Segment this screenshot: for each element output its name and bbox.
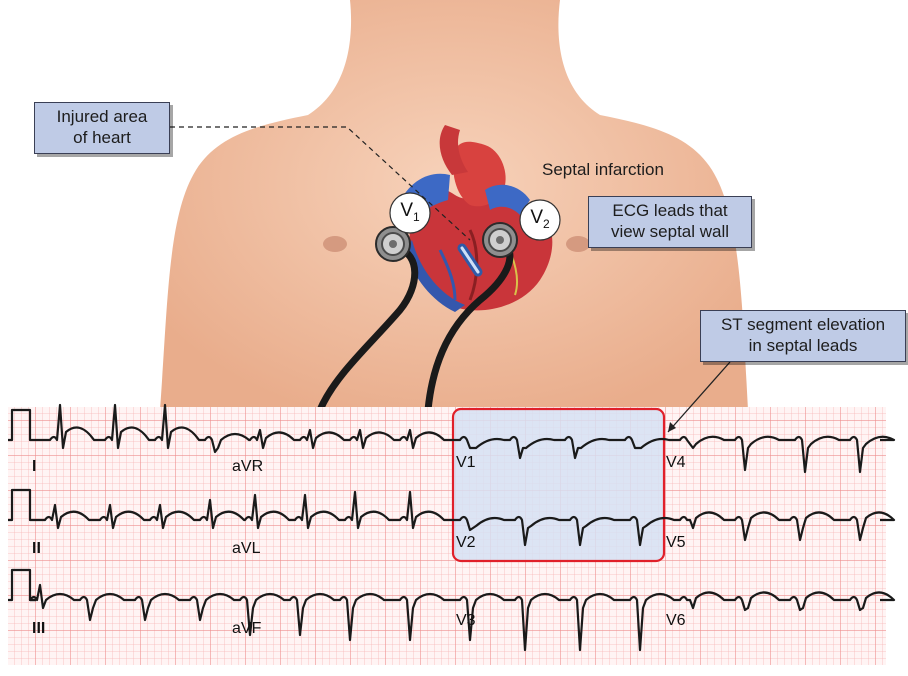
ecg-leads-line2: view septal wall bbox=[597, 221, 743, 242]
electrode-v1-sub: 1 bbox=[413, 210, 420, 224]
injured-area-line1: Injured area bbox=[43, 106, 161, 127]
right-nipple bbox=[566, 236, 590, 252]
lead-label-avr: aVR bbox=[232, 458, 263, 476]
lead-label-v1: V1 bbox=[456, 454, 476, 472]
electrode-v2-label: V2 bbox=[520, 207, 560, 231]
electrode-v2-sub: 2 bbox=[543, 217, 550, 231]
injured-area-line2: of heart bbox=[43, 127, 161, 148]
left-nipple bbox=[323, 236, 347, 252]
lead-label-v2: V2 bbox=[456, 534, 476, 552]
electrode-v2-letter: V bbox=[530, 207, 543, 228]
ecg-leads-callout: ECG leads that view septal wall bbox=[588, 196, 752, 248]
electrode-v1-letter: V bbox=[400, 200, 413, 221]
lead-label-ii: II bbox=[32, 540, 41, 558]
lead-label-v6: V6 bbox=[666, 612, 686, 630]
lead-label-v3: V3 bbox=[456, 612, 476, 630]
electrode-v1-label: V1 bbox=[390, 200, 430, 224]
septal-infarction-label: Septal infarction bbox=[542, 160, 664, 180]
lead-label-iii: III bbox=[32, 620, 45, 638]
st-segment-callout: ST segment elevation in septal leads bbox=[700, 310, 906, 362]
lead-label-i: I bbox=[32, 458, 36, 476]
septal-highlight-box bbox=[453, 409, 664, 561]
electrode-v2 bbox=[483, 223, 517, 257]
injured-area-callout: Injured area of heart bbox=[34, 102, 170, 154]
lead-label-avf: aVF bbox=[232, 620, 261, 638]
st-segment-line1: ST segment elevation bbox=[709, 314, 897, 335]
lead-label-avl: aVL bbox=[232, 540, 260, 558]
lead-label-v5: V5 bbox=[666, 534, 686, 552]
ecg-leads-line1: ECG leads that bbox=[597, 200, 743, 221]
lead-label-v4: V4 bbox=[666, 454, 686, 472]
st-segment-line2: in septal leads bbox=[709, 335, 897, 356]
